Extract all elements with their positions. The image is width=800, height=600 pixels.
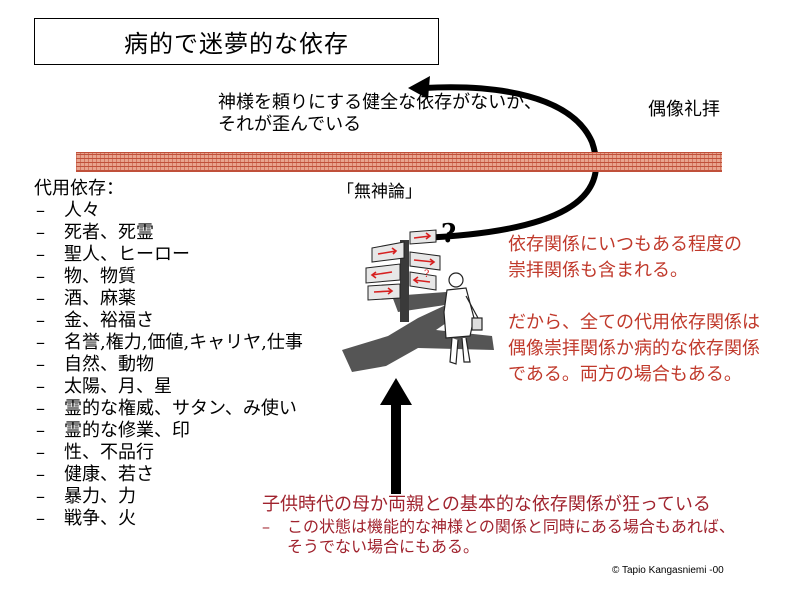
note-para2-line3: である。両方の場合もある。	[508, 364, 742, 385]
list-item: 金、裕福さ	[34, 310, 303, 332]
healthy-dependence-text: 神様を頼りにする健全な依存がないか、 それが歪んでいる	[218, 92, 542, 136]
signpost-pole	[400, 240, 409, 322]
curved-arrow-head	[408, 76, 430, 99]
list-item: 性、不品行	[34, 442, 303, 464]
brick-wall-band	[76, 152, 722, 172]
idol-worship-label: 偶像礼拝	[648, 99, 720, 120]
childhood-sub-note: – この状態は機能的な神様との関係と同時にある場合もあれば、 そうでない場合にも…	[262, 517, 735, 557]
up-arrow-shaft	[391, 402, 401, 494]
top-text-line-1: 神様を頼りにする健全な依存がないか、	[218, 92, 542, 113]
dash-bullet: –	[262, 517, 270, 536]
atheism-label: 「無神論」	[337, 182, 422, 202]
top-text-line-2: それが歪んでいる	[218, 114, 362, 135]
substitute-items: 人々 死者、死霊 聖人、ヒーロー 物、物質 酒、麻薬 金、裕福さ 名誉,権力,価…	[34, 200, 303, 530]
up-arrow-head	[380, 378, 412, 405]
note-para2-line1: だから、全ての代用依存関係は	[508, 312, 760, 333]
note-para1-line2: 崇拝関係も含まれる。	[508, 260, 688, 281]
list-item: 名誉,権力,価値,キャリヤ,仕事	[34, 332, 303, 354]
list-item: 霊的な修業、印	[34, 420, 303, 442]
list-item: 太陽、月、星	[34, 376, 303, 398]
title-box: 病的で迷夢的な依存	[34, 18, 439, 65]
list-item: 暴力、力	[34, 486, 303, 508]
ground-shadow	[342, 304, 494, 372]
childhood-sub-line-2: そうでない場合にもある。	[287, 537, 480, 556]
person-figure	[443, 272, 483, 365]
childhood-dependence-text: 子供時代の母か両親との基本的な依存関係が狂っている – この状態は機能的な神様と…	[262, 494, 735, 557]
worship-relationship-note: 依存関係にいつもある程度の 崇拝関係も含まれる。 だから、全ての代用依存関係は …	[508, 232, 793, 388]
list-item: 酒、麻薬	[34, 288, 303, 310]
copyright-notice: © Tapio Kangasniemi -00	[612, 565, 724, 576]
note-para1-line1: 依存関係にいつもある程度の	[508, 234, 742, 255]
question-mark: ?	[441, 219, 456, 249]
curved-arrow	[417, 84, 600, 241]
list-item: 物、物質	[34, 266, 303, 288]
question-mark-small: ?	[424, 269, 429, 280]
list-item: 健康、若さ	[34, 464, 303, 486]
note-para2-line2: 偶像崇拝関係か病的な依存関係	[508, 338, 760, 359]
list-item: 人々	[34, 200, 303, 222]
list-item: 戦争、火	[34, 508, 303, 530]
substitute-dependence-list: 代用依存： 人々 死者、死霊 聖人、ヒーロー 物、物質 酒、麻薬 金、裕福さ 名…	[34, 178, 303, 530]
list-item: 死者、死霊	[34, 222, 303, 244]
signpost-illustration: ? ?	[342, 219, 494, 372]
list-item: 自然、動物	[34, 354, 303, 376]
substitute-heading: 代用依存：	[34, 178, 124, 199]
childhood-sub-line-1: この状態は機能的な神様との関係と同時にある場合もあれば、	[287, 517, 735, 536]
list-item: 聖人、ヒーロー	[34, 244, 303, 266]
list-item: 霊的な権威、サタン、み使い	[34, 398, 303, 420]
childhood-main-line: 子供時代の母か両親との基本的な依存関係が狂っている	[262, 494, 711, 515]
page-title: 病的で迷夢的な依存	[124, 30, 349, 58]
